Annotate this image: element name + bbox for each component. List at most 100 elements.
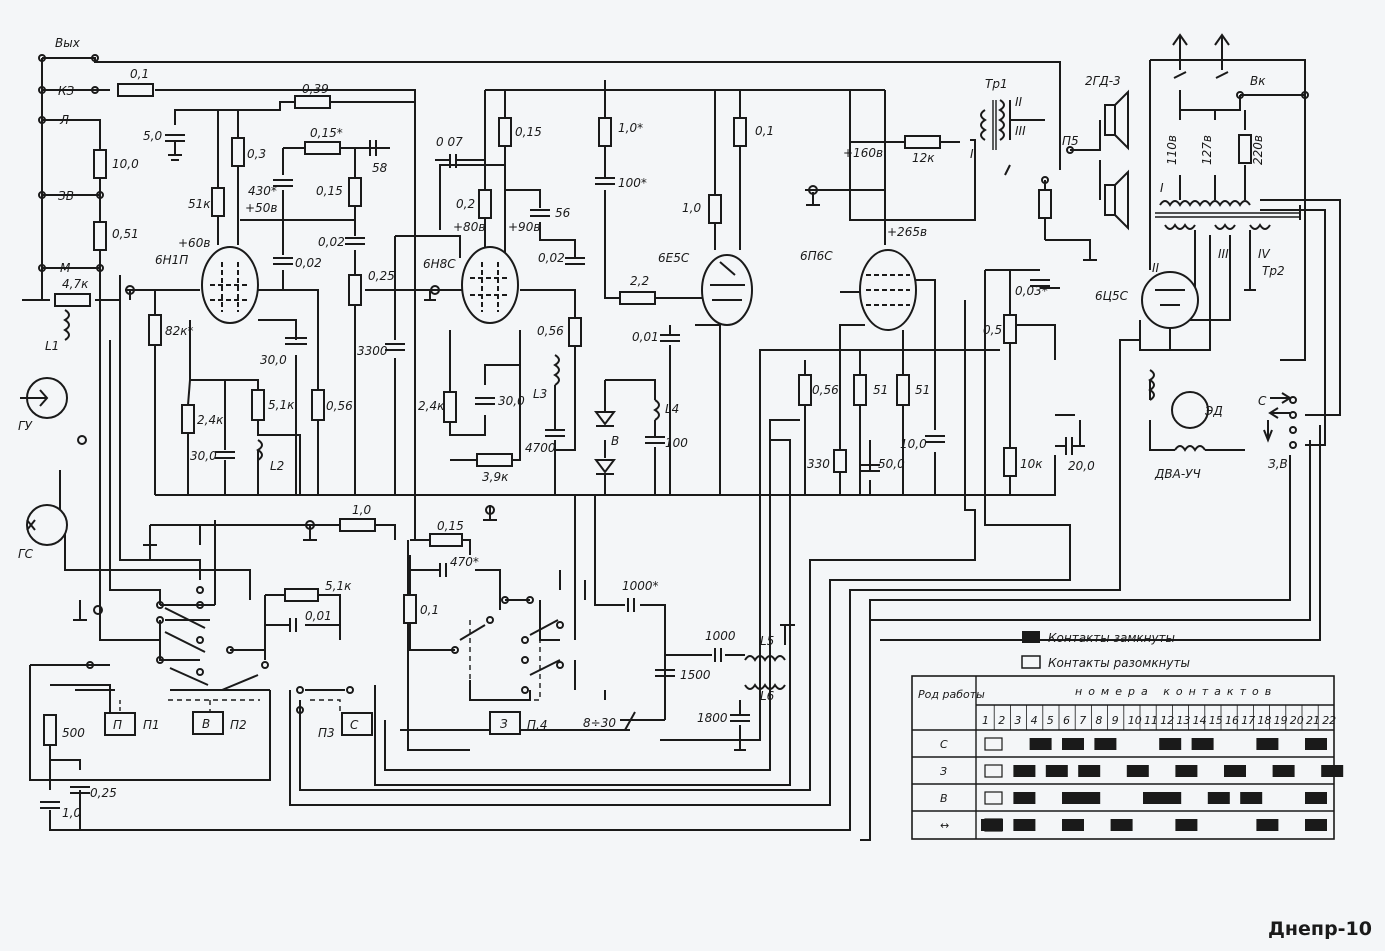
resistor — [348, 177, 362, 207]
legend-open-swatch — [1021, 655, 1041, 669]
table-cell-closed — [1013, 819, 1036, 831]
component-value: L4 — [665, 402, 679, 416]
table-contact-number: 5 — [1047, 714, 1054, 727]
component-value: 5,1к — [268, 398, 295, 412]
component-value: 330 — [807, 457, 830, 471]
device-label: ГУ — [18, 419, 33, 433]
component-value: 30,0 — [498, 394, 525, 408]
component-value: 0,1 — [420, 603, 439, 617]
winding-label: III — [1015, 124, 1026, 138]
table-contact-number: 20 — [1290, 714, 1304, 727]
resistor — [904, 135, 941, 149]
resistor — [443, 391, 457, 423]
component-value: 56 — [555, 206, 571, 220]
table-col-header: номера контактов — [1075, 685, 1277, 698]
transformer-primary — [1159, 200, 1251, 207]
component-value: 0,25 — [368, 269, 395, 283]
table-contact-number: 1 — [982, 714, 989, 727]
resistor — [733, 117, 747, 147]
table-contact-number: 10 — [1128, 714, 1142, 727]
capacitor — [595, 177, 615, 185]
resistor — [339, 518, 376, 532]
resistor — [311, 389, 325, 421]
capacitor — [565, 257, 585, 265]
component-value: 0,01 — [632, 330, 659, 344]
resistor — [93, 221, 107, 251]
inductor — [256, 439, 263, 461]
component-value: 1,0 — [62, 806, 81, 820]
resistor — [231, 137, 245, 167]
device-label: 2ГД-3 — [1085, 74, 1121, 88]
capacitor — [385, 343, 405, 351]
resistor — [598, 117, 612, 147]
component-value: 3300 — [357, 344, 388, 358]
capacitor — [273, 257, 293, 265]
table-cell-open — [984, 764, 1003, 778]
component-value: 30,0 — [260, 353, 287, 367]
component-value: 500 — [62, 726, 85, 740]
relay-coil — [1038, 189, 1052, 219]
table-cell-closed — [1256, 819, 1279, 831]
component-value: 0 07 — [436, 135, 463, 149]
labels: Вых КЗ Л ЗВ М 6Н1П 6Н8С 6Е5С 6П6С 6Ц5С +… — [18, 36, 1372, 940]
resistor — [294, 95, 331, 109]
component-value: L1 — [45, 339, 59, 353]
component-value: 50,0 — [878, 457, 905, 471]
resistor — [148, 314, 162, 346]
component-value: 0,02 — [538, 251, 565, 265]
table-cell-closed — [981, 819, 1003, 831]
capacitor — [730, 714, 750, 722]
transformer-primary — [980, 109, 987, 141]
trimmer-capacitor — [620, 711, 645, 731]
terminal-label: Л — [59, 113, 69, 127]
device-label: П5 — [1062, 134, 1079, 148]
table-cell-closed — [1029, 738, 1052, 750]
table-cell-closed — [1094, 738, 1117, 750]
resistor — [304, 141, 341, 155]
speaker — [1104, 89, 1129, 151]
winding-label: I — [1160, 181, 1164, 195]
component-value: 0,5 — [983, 323, 1002, 337]
inductor — [744, 655, 786, 662]
potentiometer — [348, 274, 362, 306]
component-value: 10,0 — [900, 437, 927, 451]
table-contact-number: 15 — [1209, 714, 1223, 727]
legend-closed-swatch — [1022, 631, 1040, 643]
table-cell-closed — [1305, 738, 1327, 750]
wiring — [22, 57, 1341, 841]
tube-6n8s — [461, 246, 519, 324]
component-value: 2,4к — [418, 399, 445, 413]
component-value: 10к — [1020, 457, 1043, 471]
component-value: 82к* — [165, 324, 194, 338]
mains-label: 110в — [1165, 135, 1179, 165]
capacitor — [545, 429, 565, 437]
switch-label: П3 — [318, 726, 335, 740]
component-value: 5,0 — [143, 129, 162, 143]
table-cell-closed — [1272, 765, 1295, 777]
tube-6e5s — [701, 254, 753, 326]
switch-label: П.4 — [527, 718, 547, 732]
resistor — [853, 374, 867, 406]
table-cell-closed — [1256, 738, 1279, 750]
table-contact-number: 21 — [1306, 714, 1320, 727]
table-contact-number: 22 — [1322, 714, 1336, 727]
voltage-label: +160в — [843, 146, 883, 160]
device-label: Вк — [1250, 74, 1266, 88]
component-value: 12к — [912, 151, 935, 165]
component-value: 20,0 — [1068, 459, 1095, 473]
component-value: 100 — [665, 436, 688, 450]
potentiometer — [1003, 314, 1017, 344]
terminal-label: М — [60, 261, 71, 275]
component-value: 1500 — [680, 668, 711, 682]
resistor — [498, 117, 512, 147]
component-value: 1,0 — [352, 503, 371, 517]
resistor — [568, 317, 582, 347]
table-contact-number: 17 — [1241, 714, 1255, 727]
resistor — [476, 453, 513, 467]
device-label: ГС — [18, 547, 34, 561]
winding-label: II — [1015, 95, 1023, 109]
table-cell-closed — [1207, 792, 1230, 804]
component-value: 0,51 — [112, 227, 139, 241]
